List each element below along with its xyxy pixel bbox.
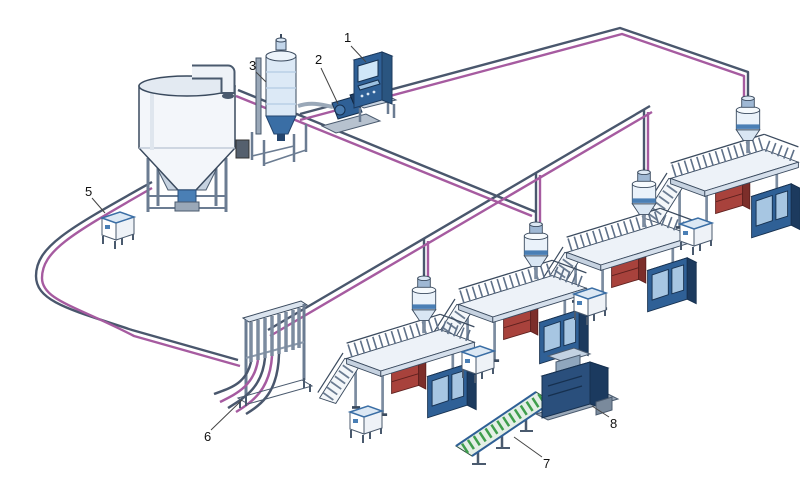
- cabinet-keyboard: [357, 79, 381, 91]
- leader-8: [591, 405, 610, 418]
- filter-body: [265, 55, 297, 117]
- filter-mast: [255, 57, 262, 135]
- leader-3: [255, 71, 267, 83]
- hopper-station-5: [101, 211, 135, 250]
- manifold-base: [236, 379, 314, 405]
- callout-5: 5: [85, 184, 92, 199]
- pump-base: [320, 113, 382, 134]
- filter-stand-legs: [250, 124, 308, 166]
- vertical-mixer: [138, 64, 250, 212]
- conveyor-rail-top: [455, 391, 537, 447]
- mixer-elbow-outlet: [222, 93, 234, 99]
- filter-outlet: [277, 134, 285, 141]
- callout-1: 1: [344, 30, 351, 45]
- callout-2: 2: [315, 52, 322, 67]
- filter-receiver: [250, 34, 308, 166]
- manifold-hoses: [213, 353, 281, 416]
- mixer-discharge-base: [174, 201, 200, 212]
- callouts: 1 2 3 5 6 7 8: [85, 30, 617, 471]
- leader-5: [91, 197, 106, 214]
- hopper-station-m1: [349, 405, 383, 444]
- conveyor-rail-bottom: [471, 401, 553, 457]
- pipe-distribution-run-magenta: [269, 110, 653, 338]
- pump-pulley: [334, 104, 346, 116]
- conveyor-legs: [476, 419, 528, 464]
- leader-1: [350, 45, 367, 63]
- pipe-left-loop-magenta: [40, 186, 241, 368]
- mixer-discharge-valve: [177, 189, 197, 203]
- granulator: [534, 347, 620, 421]
- leader-7: [513, 436, 543, 458]
- control-cabinet: [352, 51, 398, 122]
- distribution-manifold: [213, 300, 314, 416]
- callout-8: 8: [610, 416, 617, 431]
- leader-2: [320, 67, 339, 105]
- pump-inlet-pipe: [297, 101, 334, 109]
- conveyor-belt-slats: [461, 392, 547, 454]
- pipe-drops-magenta: [426, 112, 650, 278]
- pipe-top-run-dark: [299, 26, 750, 116]
- callout-6: 6: [204, 429, 211, 444]
- filter-cone: [265, 115, 297, 135]
- callout-3: 3: [249, 58, 256, 73]
- callout-7: 7: [543, 456, 550, 471]
- mixer-motor: [235, 139, 250, 159]
- hopper-station-m4: [679, 217, 713, 256]
- granulator-motor: [595, 396, 613, 416]
- cabinet-screen: [357, 59, 379, 83]
- cabinet-side: [381, 51, 393, 105]
- belt-conveyor: [455, 391, 553, 465]
- manifold-tubes: [249, 308, 301, 362]
- filter-cap: [265, 50, 297, 62]
- pipe-distribution-run-dark: [267, 104, 651, 332]
- mixer-elbow-pipe: [192, 66, 234, 92]
- pipe-top-run-magenta: [299, 32, 746, 122]
- granulator-hopper: [546, 347, 592, 363]
- leader-6: [210, 399, 243, 431]
